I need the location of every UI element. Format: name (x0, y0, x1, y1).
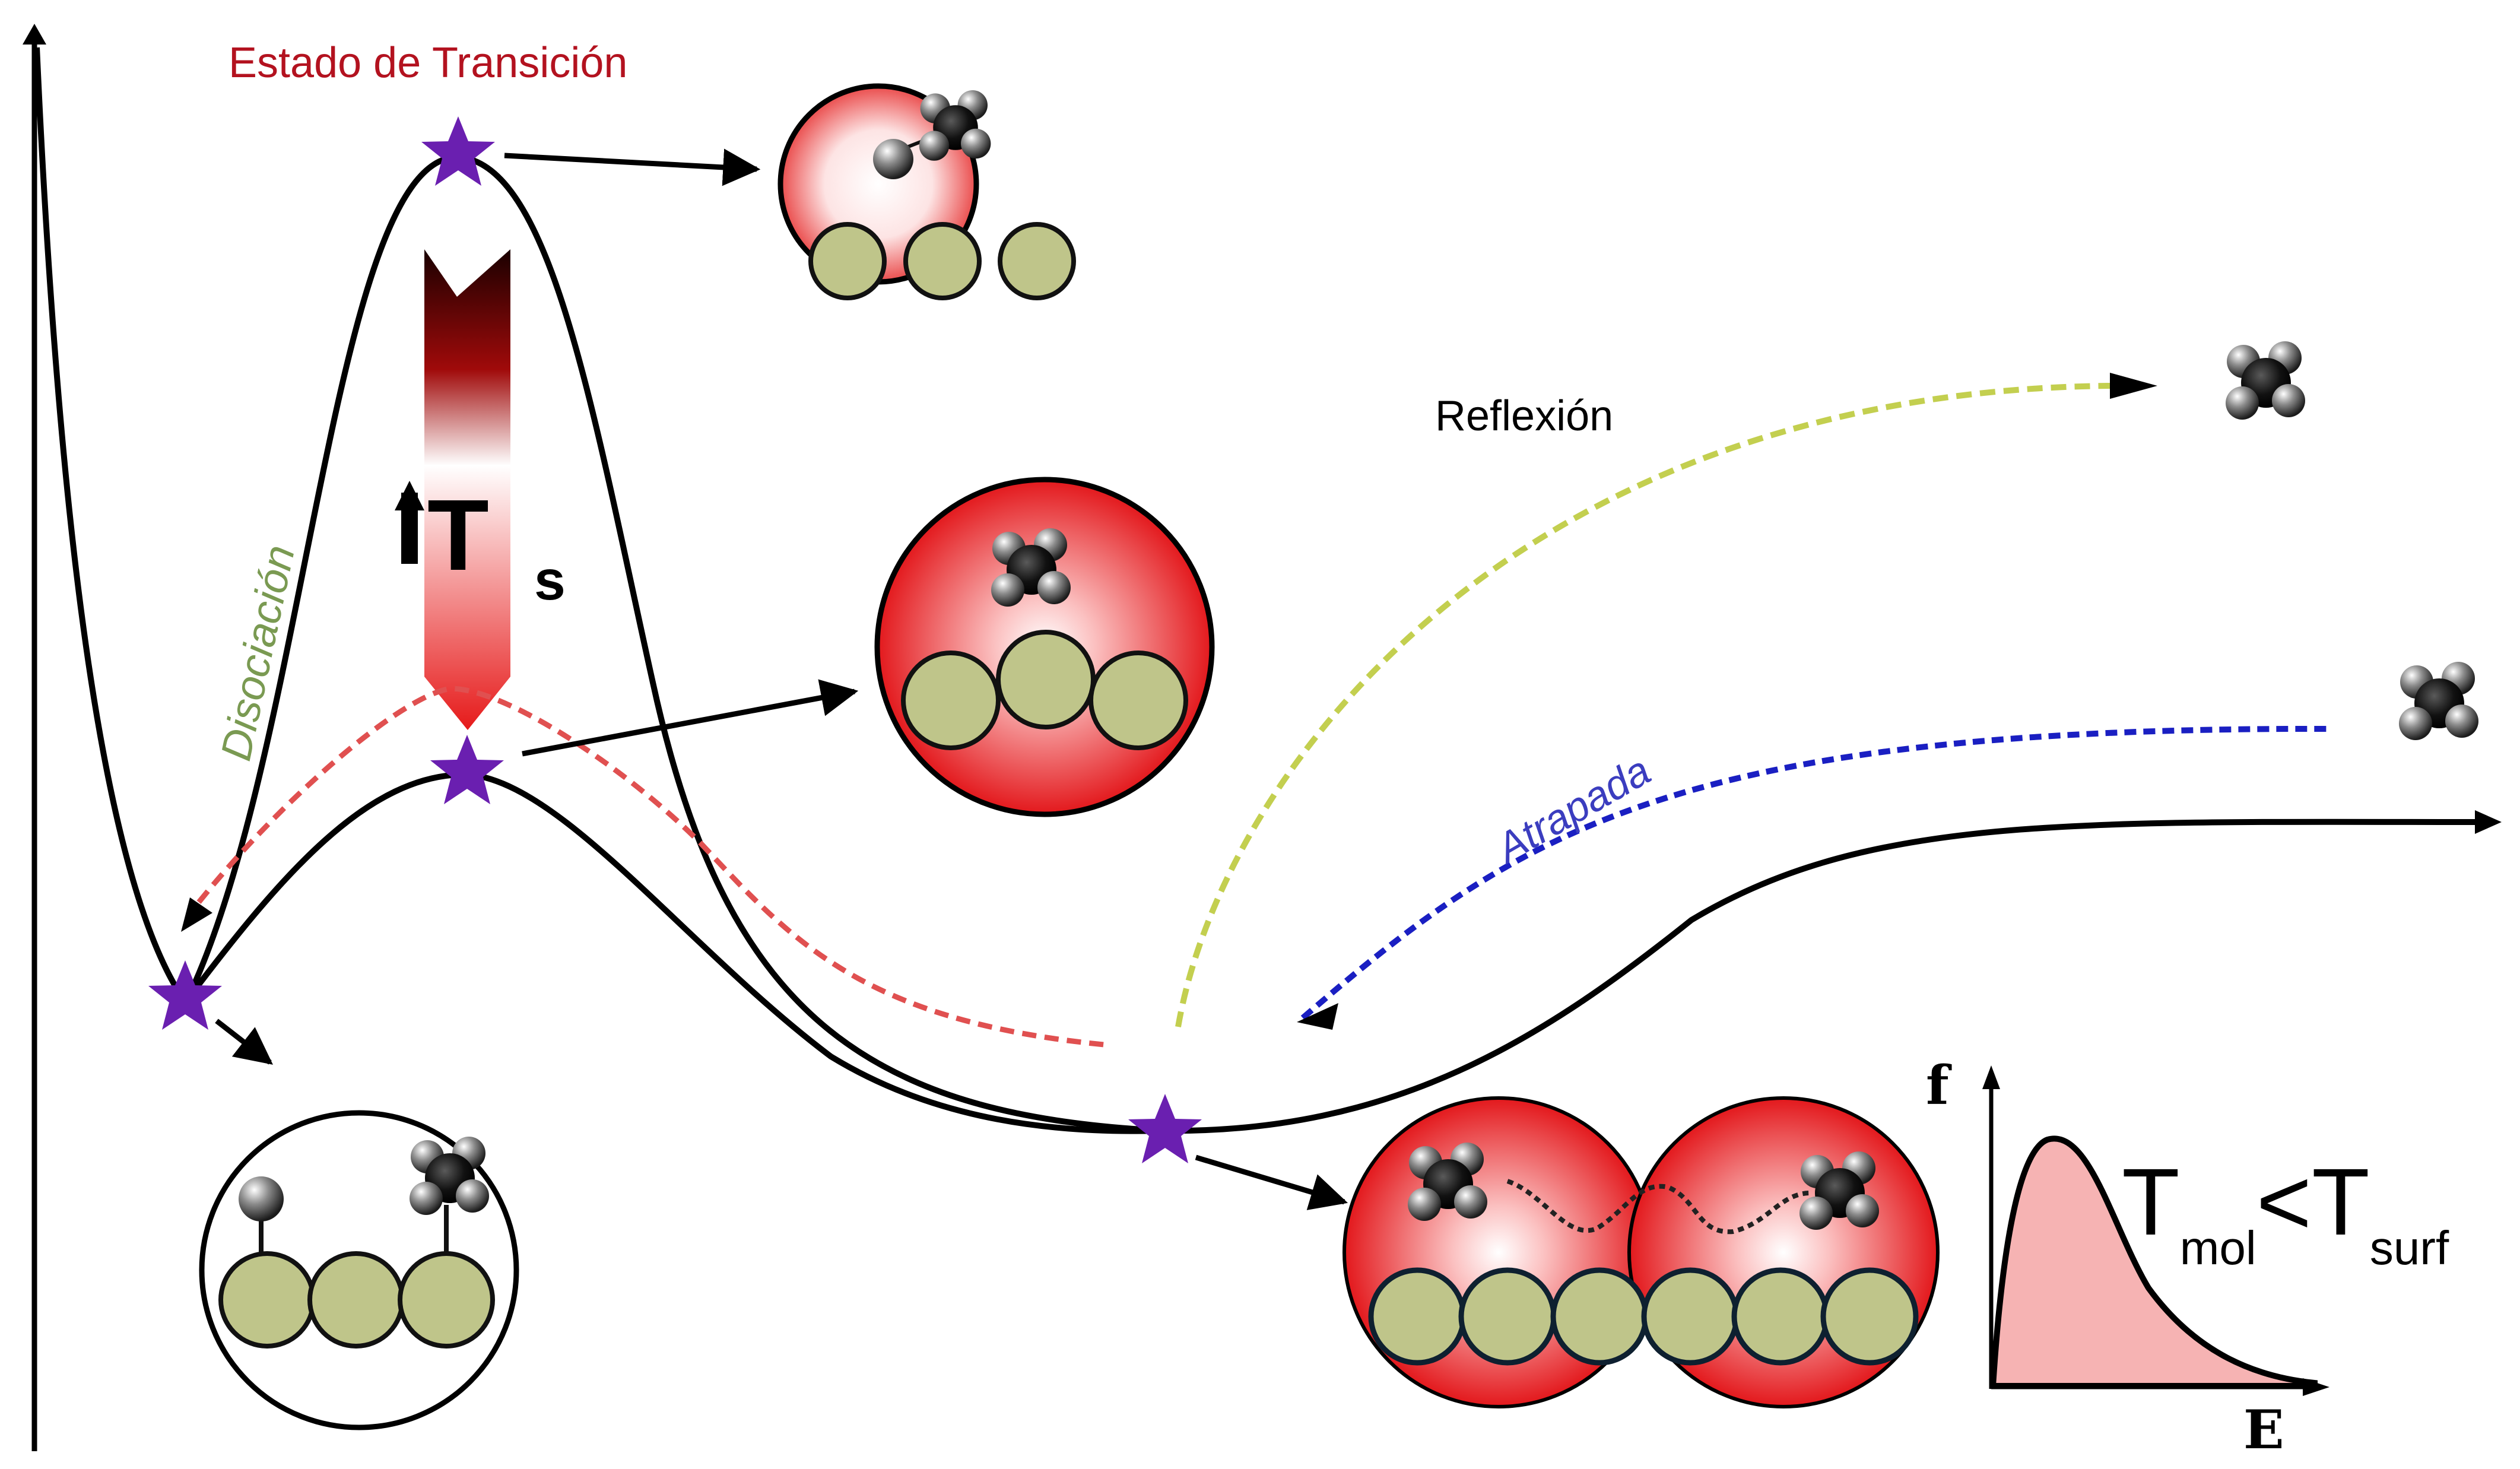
surface-atom (998, 222, 1076, 300)
reflection-path (1175, 373, 2157, 1027)
reflected-methane-icon (2226, 341, 2305, 420)
low-barrier-bubble (874, 477, 1215, 817)
high-barrier-curve (184, 154, 1164, 1134)
surface-atom (218, 1251, 316, 1349)
transition-state-label: Estado de Transición (228, 39, 627, 87)
trapped-state-bubble (1342, 1096, 1940, 1408)
surface-atom (903, 222, 982, 300)
reflection-label: Reflexión (1435, 392, 1613, 440)
low-barrier-curve (185, 771, 1164, 1134)
dissociation-label: Disociación (212, 541, 304, 765)
low-barrier-star-icon (430, 735, 504, 804)
transition-state-bubble (777, 83, 1076, 300)
surface-atom (1368, 1267, 1467, 1366)
surface-atom (901, 651, 1001, 750)
left-wall-curve (34, 47, 187, 1002)
surface-atom (808, 222, 887, 300)
ts-label: T (427, 479, 489, 592)
energy-distribution-inset: f E Tmol<Tsurf (1926, 1054, 2449, 1461)
inset-x-label: E (2243, 1398, 2284, 1461)
distribution-curve (1989, 1135, 2318, 1389)
surface-atom (1088, 651, 1188, 750)
connector-arrows (215, 148, 1348, 1210)
axes (23, 24, 46, 1451)
transition-state-star-icon (421, 116, 495, 186)
trapped-label: Atrapada (1487, 747, 1658, 872)
surface-atom (1820, 1267, 1919, 1366)
dissociated-bubble (199, 1110, 519, 1430)
surface-atom (1641, 1267, 1740, 1366)
surface-atom (1731, 1267, 1830, 1366)
incoming-methane-icon (2399, 662, 2478, 740)
temperature-up-arrow-icon: T s (395, 249, 566, 730)
surface-atom (1550, 1267, 1649, 1366)
temperature-relation: Tmol<Tsurf (2122, 1148, 2449, 1274)
potential-curves (34, 47, 2502, 1134)
surface-atom (996, 630, 1096, 729)
ts-subscript: s (534, 549, 566, 612)
dissociation-path (181, 686, 1105, 1048)
hydrogen-atom (239, 1176, 284, 1221)
trapped-path (1297, 725, 2330, 1030)
surface-atom (307, 1251, 405, 1349)
surface-atom (398, 1251, 495, 1349)
surface-atom (1458, 1267, 1557, 1366)
entrance-channel-curve (1163, 818, 2493, 1134)
inset-y-label: f (1926, 1054, 1952, 1117)
